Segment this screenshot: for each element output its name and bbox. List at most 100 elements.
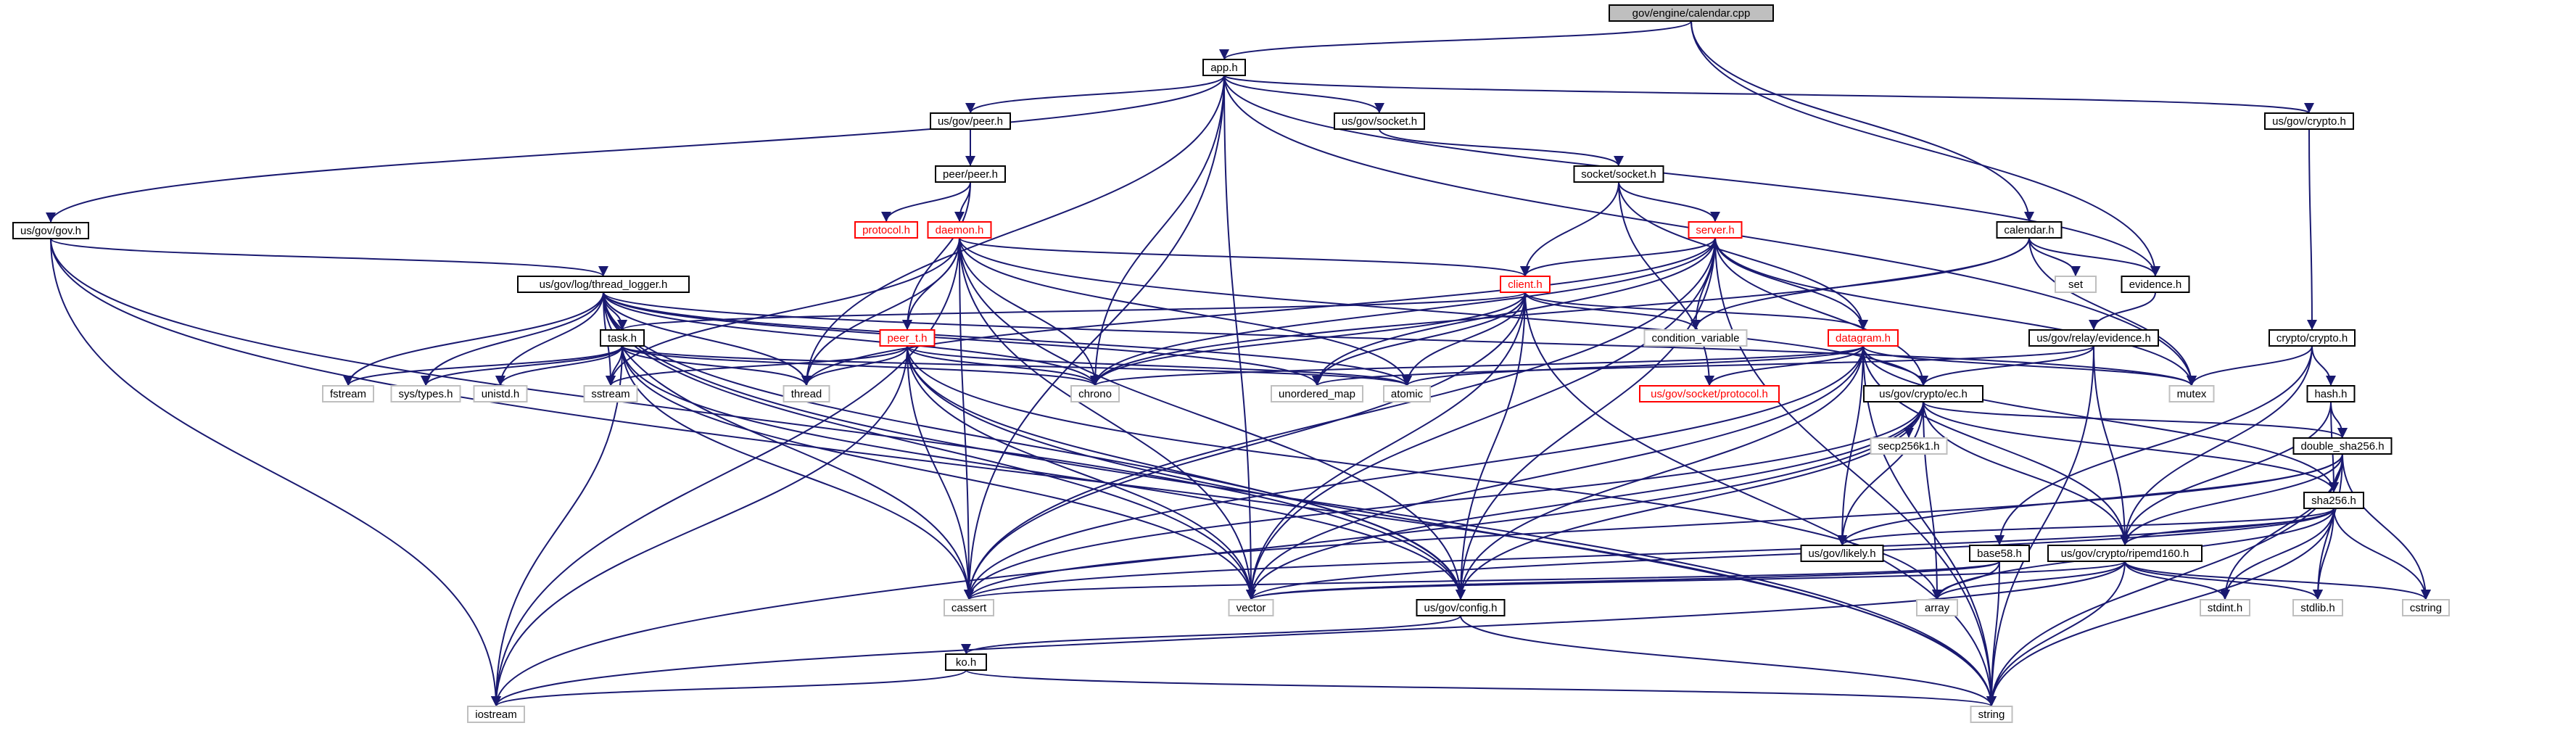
edge-line (603, 292, 1100, 387)
node-ripemd[interactable]: us/gov/crypto/ripemd160.h (2047, 545, 2203, 562)
node-hash[interactable]: hash.h (2306, 385, 2356, 402)
edge-ripemd-to-string (1986, 561, 2126, 707)
edge-line (959, 237, 974, 600)
edge-client-to-cassert (964, 292, 1526, 600)
edge-line (1246, 292, 1526, 600)
edge-hash-to-ripemd (2120, 401, 2332, 546)
node-label-ussocket: us/gov/socket.h (1342, 115, 1417, 128)
edge-cryptocrypto-to-base58 (1994, 345, 2313, 546)
node-sha256[interactable]: sha256.h (2303, 492, 2364, 509)
edge-datagram-to-chrono (1090, 345, 1864, 387)
node-label-atomic: atomic (1391, 388, 1424, 400)
node-server[interactable]: server.h (1688, 221, 1743, 239)
node-box-client (1500, 276, 1551, 293)
node-threadlogger[interactable]: us/gov/log/thread_logger.h (517, 276, 690, 293)
edge-datagram-to-string (1862, 345, 1997, 707)
edge-peert-to-cassert (907, 345, 974, 600)
node-label-sstream: sstream (591, 388, 629, 400)
edge-line (491, 669, 967, 707)
edge-line (1862, 345, 2197, 387)
node-peert[interactable]: peer_t.h (879, 329, 936, 347)
node-box-app (1202, 59, 1246, 76)
edge-line (491, 237, 960, 707)
edge-app-to-uscrypto (1223, 75, 2314, 114)
edge-task-to-thread (622, 345, 812, 387)
edge-ec-to-sha256 (1923, 401, 2339, 493)
node-box-task (600, 329, 645, 347)
node-client[interactable]: client.h (1500, 276, 1551, 293)
node-label-chrono: chrono (1078, 388, 1112, 400)
node-ko[interactable]: ko.h (945, 653, 987, 671)
edge-app-to-chrono (1090, 75, 1225, 387)
node-box-likely (1800, 545, 1884, 562)
node-atomic: atomic (1383, 385, 1431, 402)
node-label-condvar: condition_variable (1652, 332, 1740, 344)
edge-line (603, 292, 1412, 387)
node-unorderedmap: unordered_map (1271, 385, 1363, 402)
node-root[interactable]: gov/engine/calendar.cpp (1609, 4, 1774, 22)
node-box-sha256 (2303, 492, 2364, 509)
node-ec[interactable]: us/gov/crypto/ec.h (1863, 385, 1983, 402)
node-socketprotocol[interactable]: us/gov/socket/protocol.h (1639, 385, 1780, 402)
node-ussocket[interactable]: us/gov/socket.h (1334, 112, 1425, 130)
edge-ec-to-array (1923, 401, 1942, 600)
node-app[interactable]: app.h (1202, 59, 1246, 76)
node-box-stdlib (2292, 599, 2343, 616)
edge-line (1837, 401, 1924, 546)
node-box-sstream (583, 385, 638, 402)
edge-line (603, 292, 1997, 707)
node-socketsocket[interactable]: socket/socket.h (1573, 165, 1664, 183)
node-peerpeer[interactable]: peer/peer.h (935, 165, 1006, 183)
edge-line (881, 181, 971, 223)
edge-app-to-ussocket (1223, 75, 1384, 114)
edge-line (491, 345, 908, 707)
edge-line (959, 237, 1256, 600)
node-label-peert: peer_t.h (887, 332, 927, 344)
node-box-base58 (1969, 545, 2030, 562)
node-likely[interactable]: us/gov/likely.h (1800, 545, 1884, 562)
edge-base58-to-string (1986, 561, 2000, 707)
edge-line (1090, 237, 2030, 387)
node-protocol[interactable]: protocol.h (854, 221, 918, 239)
edge-line (1246, 508, 2334, 600)
node-box-unistd (473, 385, 528, 402)
node-config[interactable]: us/gov/config.h (1416, 599, 1506, 616)
node-gov[interactable]: us/gov/gov.h (12, 222, 89, 239)
edge-app-to-thread (801, 75, 1225, 387)
node-box-uspeer (930, 112, 1011, 130)
node-uspeer[interactable]: us/gov/peer.h (930, 112, 1011, 130)
node-label-datagram: datagram.h (1836, 332, 1891, 344)
edge-daemon-to-client (959, 237, 1530, 277)
edge-line (907, 345, 1256, 600)
edge-line (907, 345, 1100, 387)
node-box-ussocket (1334, 112, 1425, 130)
edge-calendar-to-chrono (1090, 237, 2030, 387)
node-uscrypto[interactable]: us/gov/crypto.h (2264, 112, 2354, 130)
edge-line (46, 75, 1225, 223)
edge-line (964, 561, 2000, 600)
node-box-hash (2306, 385, 2356, 402)
edge-client-to-string (1524, 292, 1997, 707)
edge-cryptocrypto-to-ripemd (2120, 345, 2313, 546)
node-box-peert (879, 329, 936, 347)
node-datagram[interactable]: datagram.h (1828, 329, 1899, 347)
node-relayevidence[interactable]: us/gov/relay/evidence.h (2028, 329, 2159, 347)
node-evidence[interactable]: evidence.h (2121, 276, 2190, 293)
node-daemon[interactable]: daemon.h (927, 221, 992, 239)
node-doublesha[interactable]: double_sha256.h (2292, 437, 2393, 455)
edge-line (1090, 345, 1864, 387)
node-task[interactable]: task.h (600, 329, 645, 347)
edge-line (1402, 292, 1526, 387)
node-condvar: condition_variable (1643, 329, 1748, 347)
edge-datagram-to-ripemd (1862, 345, 2130, 546)
node-cryptocrypto[interactable]: crypto/crypto.h (2269, 329, 2356, 347)
edge-line (965, 669, 1997, 707)
edge-threadlogger-to-thread (603, 292, 812, 387)
node-calendar[interactable]: calendar.h (1996, 221, 2063, 239)
edge-line (907, 345, 1412, 387)
node-base58[interactable]: base58.h (1969, 545, 2030, 562)
node-box-array (1916, 599, 1958, 616)
edge-relayevidence-to-string (1986, 345, 2094, 707)
edge-relayevidence-to-ec (1918, 345, 2094, 387)
edge-ripemd-to-iostream (491, 561, 2126, 707)
